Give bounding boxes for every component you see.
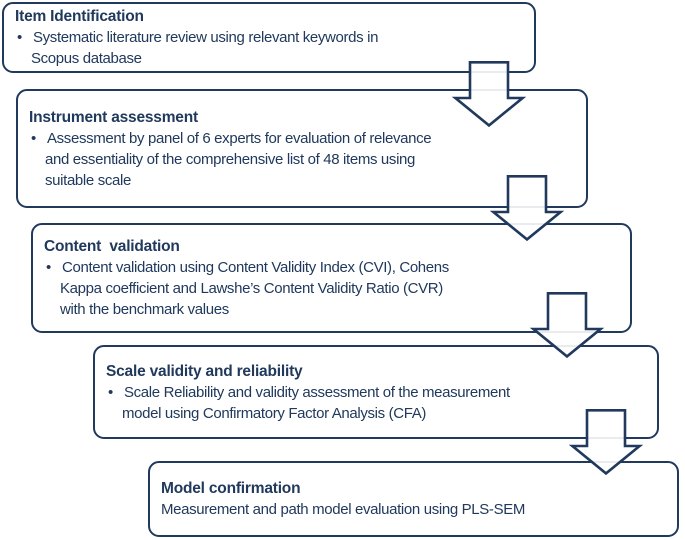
step-box-scale-validity-reliability: Scale validity and reliability • Scale R…	[93, 345, 659, 439]
step-title: Item Identification	[15, 8, 144, 25]
step-box-item-identification: Item Identification • Systematic literat…	[2, 2, 536, 73]
step-title: Model confirmation	[161, 480, 301, 497]
step-title: Scale validity and reliability	[106, 362, 303, 380]
bullet-text-continued: Scopus database	[31, 50, 142, 67]
step-box-model-confirmation: Model confirmation Measurement and path …	[148, 461, 679, 537]
down-arrow-1	[451, 60, 527, 128]
bullet-text: Scale Reliability and validity assessmen…	[124, 383, 510, 401]
bullet-line: • Assessment by panel of 6 experts for e…	[29, 128, 578, 149]
bullet-dot: •	[31, 129, 36, 147]
bullet-text-continued: and essentiality of the comprehensive li…	[45, 150, 416, 168]
bullet-text: Content validation using Content Validit…	[62, 259, 449, 276]
step-title: Instrument assessment	[29, 108, 198, 126]
bullet-text: Assessment by panel of 6 experts for eva…	[47, 129, 432, 147]
bullet-dot: •	[46, 259, 51, 276]
bullet-dot: •	[17, 29, 22, 46]
step-box-content-validation: Content validation • Content validation …	[31, 223, 632, 333]
bullet-text-continued: Kappa coefficient and Lawshe’s Content V…	[60, 280, 443, 297]
bullet-text-continued: with the benchmark values	[60, 301, 229, 318]
bullet-line: • Content validation using Content Valid…	[44, 257, 622, 278]
step-title: Content validation	[44, 238, 180, 255]
bullet-text: Systematic literature review using relev…	[33, 29, 379, 46]
body-text: Measurement and path model evaluation us…	[161, 501, 526, 518]
bullet-line: • Systematic literature review using rel…	[15, 27, 526, 48]
bullet-text-continued: model using Confirmatory Factor Analysis…	[122, 404, 427, 422]
down-arrow-2	[489, 174, 565, 242]
down-arrow-3	[529, 291, 605, 359]
bullet-text-continued: suitable scale	[45, 171, 131, 189]
bullet-dot: •	[108, 383, 113, 401]
bullet-line: • Scale Reliability and validity assessm…	[106, 382, 649, 403]
down-arrow-4	[568, 408, 644, 476]
